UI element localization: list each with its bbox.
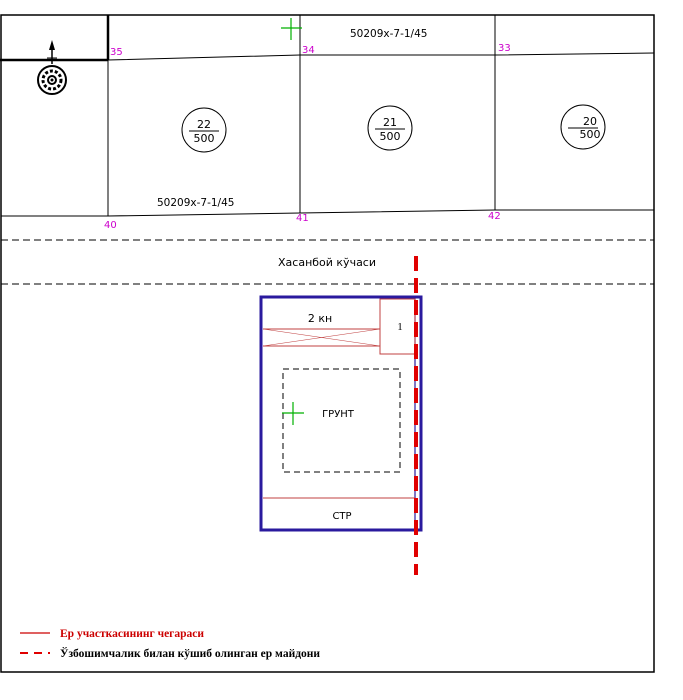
cadastre-number-middle: 50209х-7-1/45 [157, 197, 234, 209]
point-42: 42 [488, 211, 501, 222]
parcel-top-boundary [107, 52, 655, 61]
parcel-22: 22 500 [181, 107, 227, 153]
north-arrow-icon [47, 40, 57, 64]
cadastre-number-top: 50209х-7-1/45 [350, 28, 427, 40]
parcel-22-number: 22 [197, 118, 211, 131]
legend-boundary-label: Ер участкасининг чегараси [60, 628, 204, 640]
ground-label: ГРУНТ [322, 409, 355, 420]
parcel-21-number: 21 [383, 116, 397, 129]
compass-rose-icon [37, 65, 67, 95]
legend-seized-label: Ўзбошимчалик билан кўшиб олинган ер майд… [60, 646, 320, 660]
parcel-20: 20 500 [560, 104, 606, 150]
building-label: 2 кн [308, 312, 332, 325]
parcel-21-area: 500 [380, 130, 401, 143]
parcel-20-number: 20 [583, 115, 597, 128]
legend: Ер участкасининг чегараси Ўзбошимчалик б… [20, 628, 320, 660]
map-frame [0, 14, 655, 673]
street-north-boundary [1, 209, 654, 217]
point-41: 41 [296, 213, 309, 224]
street-name: Хасанбой кўчаси [278, 256, 376, 269]
plot-outline [259, 295, 423, 532]
ground-area [282, 368, 401, 473]
green-cross-marker-icon [281, 18, 302, 40]
building-block: 2 кн 1 [262, 298, 416, 355]
marker-label: 1 [397, 321, 403, 333]
point-40: 40 [104, 220, 117, 231]
parcel-21: 21 500 [367, 105, 413, 151]
ground-cross-marker-icon [282, 402, 304, 425]
strip-label: СТР [332, 511, 351, 522]
point-33: 33 [498, 43, 511, 54]
point-35: 35 [110, 47, 123, 58]
parcel-20-area: 500 [580, 128, 601, 141]
point-34: 34 [302, 45, 315, 56]
parcel-22-area: 500 [194, 132, 215, 145]
